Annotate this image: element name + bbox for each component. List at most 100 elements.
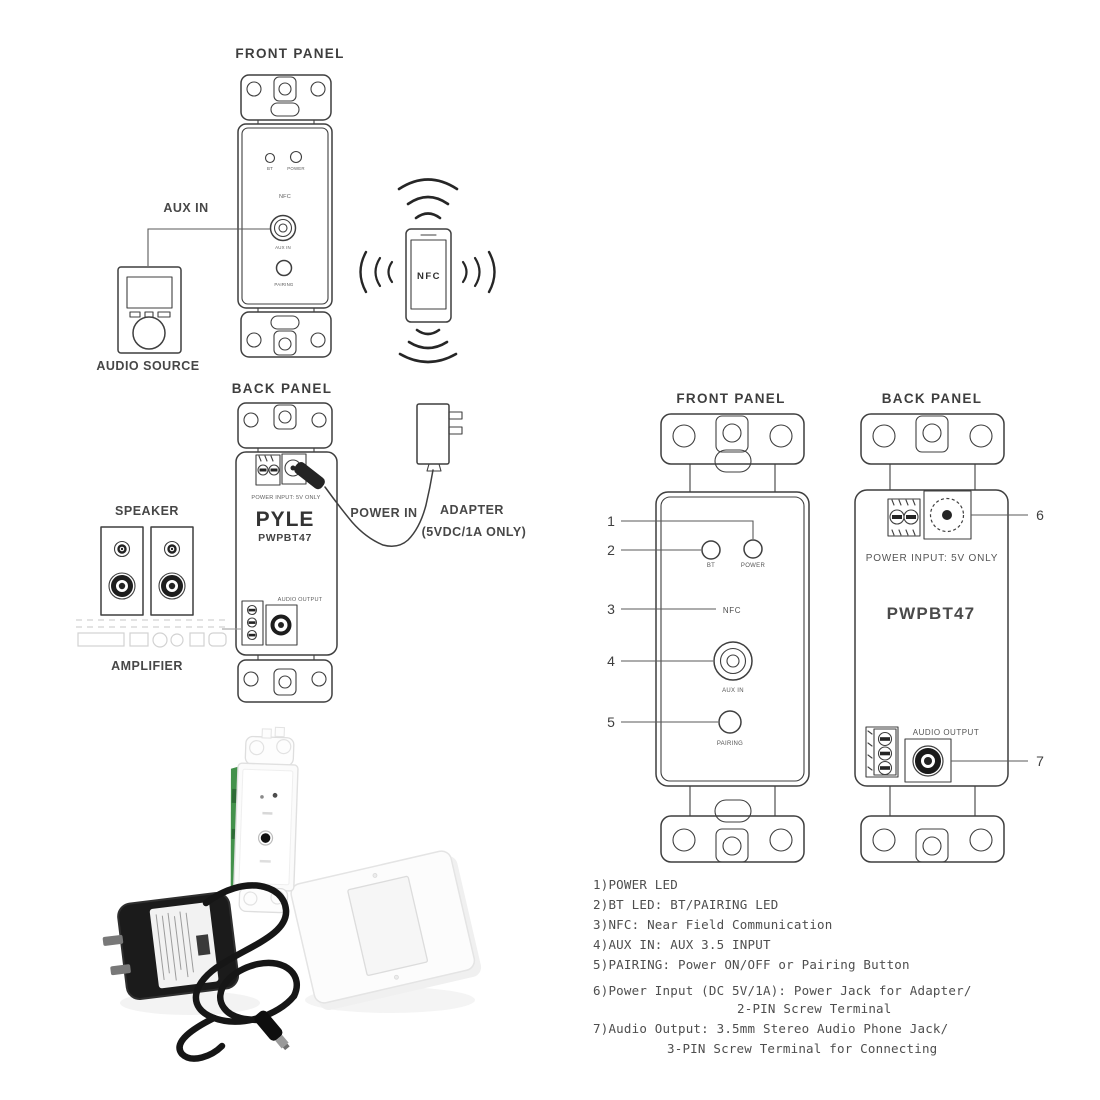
power-cable-line	[324, 469, 434, 547]
nfc-phone-diagram: NFC	[359, 178, 496, 364]
callout-line-1	[621, 520, 754, 539]
legend-line-7b: 3-PIN Screw Terminal for Connecting	[667, 1041, 938, 1056]
model-label: PWPBT47	[258, 532, 312, 544]
legend-line-5: 5)PAIRING: Power ON/OFF or Pairing Butto…	[593, 957, 910, 972]
power-in-label: POWER IN	[350, 506, 417, 520]
adapter-fcc-mark	[196, 934, 211, 956]
legend-line-6b: 2-PIN Screw Terminal	[737, 1001, 892, 1016]
power-input-tiny-label: POWER INPUT: 5V ONLY	[251, 495, 320, 501]
audio-terminal-3pin-icon	[865, 726, 899, 778]
adapter-label: ADAPTER	[440, 503, 504, 517]
module-nfc-mark	[262, 811, 273, 815]
callout-number-6: 6	[1036, 507, 1044, 523]
power-adapter-photo	[102, 882, 300, 1062]
pairing-label: PAIRING	[717, 741, 743, 747]
bt-led-icon	[701, 540, 721, 560]
mounting-strap-top	[240, 74, 332, 125]
front-panel-diagram-right: FRONT PANEL 1 POWER 2 BT 3 NFC	[607, 391, 810, 863]
power-terminal-2pin-icon	[887, 498, 921, 537]
power-led-label: POWER	[287, 166, 305, 171]
adapter-diagram: POWER IN ADAPTER (5VDC/1A ONLY)	[350, 403, 527, 539]
amplifier-rear-icon	[76, 619, 227, 648]
brand-logo: PYLE	[256, 508, 315, 531]
mounting-strap-top	[237, 402, 333, 453]
power-led-icon	[289, 150, 303, 164]
aux-jack-label: AUX IN	[275, 245, 291, 250]
aux-jack-icon	[269, 214, 297, 242]
audio-output-jack-icon	[904, 738, 952, 783]
aux-jack-icon	[713, 641, 753, 681]
speaker-label: SPEAKER	[115, 504, 179, 518]
wireless-waves-icon	[359, 178, 496, 364]
model-label: PWPBT47	[887, 604, 976, 623]
audio-output-label: AUDIO OUTPUT	[913, 728, 979, 737]
pairing-button-icon	[718, 710, 742, 734]
power-led-icon	[743, 539, 763, 559]
module-pairing-mark	[259, 859, 271, 863]
front-panel-diagram-left: FRONT PANEL BT POWER NFC AUX IN	[235, 46, 344, 358]
module-pcb-chip	[231, 788, 238, 804]
nfc-zone-label: NFC	[723, 606, 741, 615]
legend-line-3: 3)NFC: Near Field Communication	[593, 917, 833, 932]
module-top-tab	[244, 726, 295, 767]
back-panel-right-title: BACK PANEL	[882, 391, 983, 406]
audio-terminal-3pin-icon	[241, 600, 264, 646]
phone-body-icon	[405, 228, 452, 323]
audio-source-label: AUDIO SOURCE	[96, 359, 199, 373]
front-panel-left-title: FRONT PANEL	[235, 46, 344, 61]
callout-number-5: 5	[607, 714, 615, 730]
module-jack-hole	[260, 833, 271, 843]
module-bt-led	[260, 795, 264, 799]
plate-body	[235, 451, 338, 656]
mounting-strap-bottom	[860, 785, 1005, 863]
aux-connection-line	[147, 228, 270, 266]
mounting-strap-top	[860, 413, 1005, 491]
audio-output-jack-icon	[265, 604, 298, 646]
bt-led-label: BT	[267, 166, 273, 171]
adapter-prong	[110, 964, 131, 976]
back-panel-left-title: BACK PANEL	[232, 381, 333, 396]
plate-body	[237, 123, 333, 309]
aux-jack-label: AUX IN	[722, 688, 744, 694]
nfc-zone-label: NFC	[279, 194, 291, 200]
product-photo	[102, 726, 482, 1062]
adapter-icon	[416, 403, 463, 472]
plate-body	[655, 491, 810, 787]
callout-number-3: 3	[607, 601, 615, 617]
mounting-strap-top	[660, 413, 805, 493]
adapter-cable-coil	[176, 882, 300, 1062]
mounting-strap-bottom	[240, 307, 332, 358]
power-jack-icon	[923, 490, 972, 540]
wallplate-cover-photo	[290, 850, 482, 1011]
pairing-label: PAIRING	[274, 282, 294, 287]
adapter-spec-label: (5VDC/1A ONLY)	[422, 525, 527, 539]
legend-line-2: 2)BT LED: BT/PAIRING LED	[593, 897, 779, 912]
audio-source-diagram: AUX IN AUDIO SOURCE	[96, 201, 270, 373]
legend-line-6: 6)Power Input (DC 5V/1A): Power Jack for…	[593, 983, 972, 998]
back-panel-diagram-right: BACK PANEL	[854, 391, 1044, 863]
callout-number-4: 4	[607, 653, 615, 669]
module-power-led	[272, 792, 278, 798]
legend-line-4: 4)AUX IN: AUX 3.5 INPUT	[593, 937, 771, 952]
power-terminal-2pin-icon	[255, 454, 281, 486]
phone-nfc-label: NFC	[417, 271, 441, 282]
aux-in-callout-label: AUX IN	[163, 201, 208, 215]
front-panel-right-title: FRONT PANEL	[676, 391, 785, 406]
mounting-strap-bottom	[660, 785, 805, 863]
amplifier-label: AMPLIFIER	[111, 659, 183, 673]
speaker-jack-box-right	[150, 526, 194, 616]
dc-plug-icon	[294, 462, 325, 490]
speaker-diagram: SPEAKER	[100, 504, 194, 616]
legend-line-7: 7)Audio Output: 3.5mm Stereo Audio Phone…	[593, 1021, 949, 1036]
module-face	[238, 768, 294, 886]
barrel-plug-icon	[254, 1010, 290, 1051]
amplifier-diagram: AMPLIFIER	[76, 619, 243, 673]
back-panel-diagram-left: BACK PANEL	[232, 381, 434, 703]
callout-number-7: 7	[1036, 753, 1044, 769]
pairing-button-icon	[275, 259, 293, 277]
plate-body	[854, 489, 1009, 787]
audio-source-device-icon	[117, 266, 182, 354]
module-jack-ring	[257, 830, 274, 846]
